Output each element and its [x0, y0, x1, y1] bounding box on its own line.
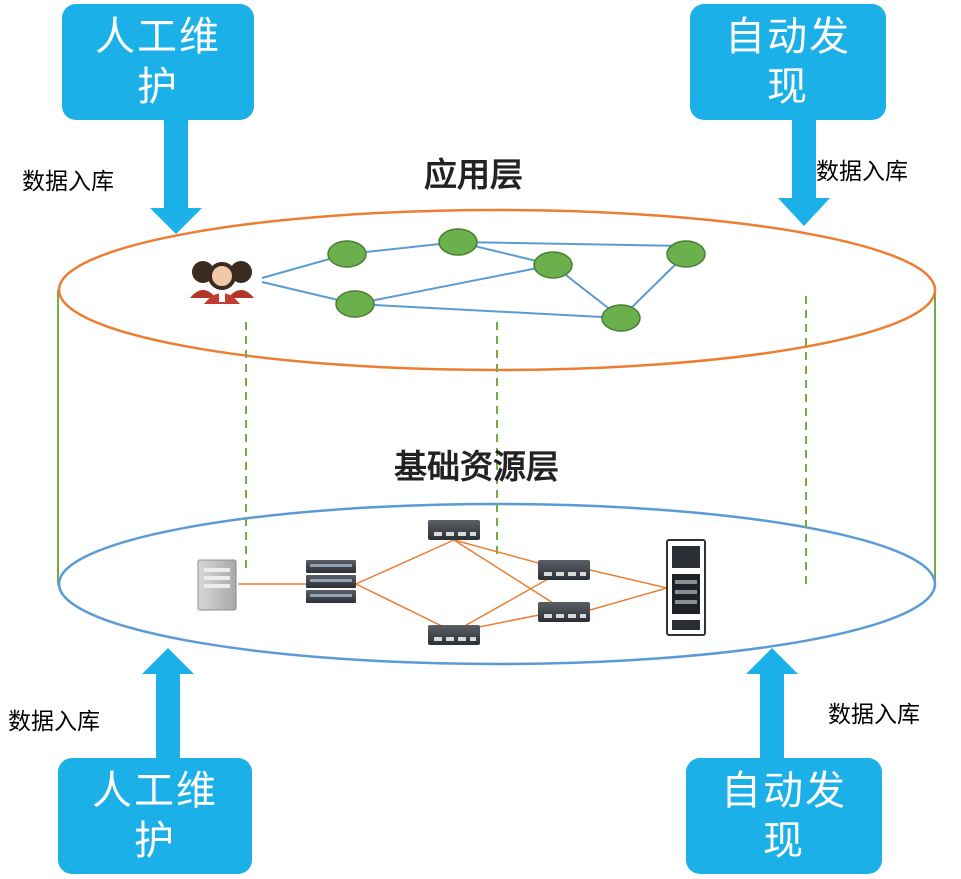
app-node — [666, 240, 706, 268]
rack-icon — [666, 539, 706, 636]
router-icon — [428, 520, 480, 540]
arrow-down-top-left — [150, 118, 202, 234]
box-line: 自动发 — [725, 14, 851, 60]
data-ingest-label-bottom-left: 数据入库 — [8, 709, 100, 735]
box-line: 人工维 — [95, 14, 221, 60]
box-line: 自动发 — [721, 768, 847, 814]
router-icon — [428, 625, 480, 645]
arrow-down-top-right — [778, 118, 830, 226]
router-icon — [538, 602, 590, 622]
box-line: 护 — [137, 64, 179, 110]
arrow-up-bottom-right — [746, 648, 798, 768]
arrow-up-bottom-left — [142, 648, 194, 768]
data-ingest-label-top-left: 数据入库 — [22, 169, 114, 195]
box-line: 护 — [134, 818, 176, 864]
manual-maintenance-box-bottom: 人工维 护 — [58, 758, 252, 874]
resource-layer-title: 基础资源层 — [394, 447, 559, 486]
router-icon — [538, 560, 590, 580]
resource-layer-ellipse — [57, 502, 937, 666]
app-graph-nodes — [327, 228, 706, 332]
app-node — [533, 251, 573, 279]
data-ingest-label-top-right: 数据入库 — [816, 159, 908, 185]
auto-discovery-box-bottom: 自动发 现 — [686, 758, 882, 874]
app-node — [327, 240, 367, 268]
box-line: 人工维 — [92, 768, 218, 814]
users-icon — [190, 261, 254, 304]
app-node — [335, 290, 375, 318]
box-line: 现 — [763, 818, 805, 864]
app-node — [438, 228, 478, 256]
data-ingest-label-bottom-right: 数据入库 — [828, 702, 920, 728]
application-layer-ellipse — [57, 208, 937, 372]
box-line: 现 — [767, 64, 809, 110]
manual-maintenance-box-top: 人工维 护 — [62, 4, 254, 120]
application-layer-title: 应用层 — [424, 155, 523, 194]
switch-stack-icon — [306, 560, 356, 603]
server-icon — [197, 559, 237, 611]
auto-discovery-box-top: 自动发 现 — [690, 4, 886, 120]
app-node — [601, 304, 641, 332]
